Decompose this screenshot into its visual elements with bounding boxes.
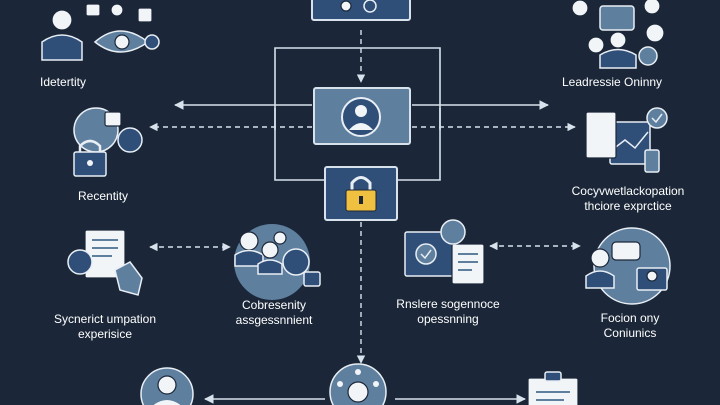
frame-top-line [274, 47, 441, 130]
label-communication: Focion ony Coniunics [580, 311, 680, 341]
label-leadership: Leadressie Oninny [562, 75, 663, 89]
automation-cluster [67, 229, 143, 296]
backdrop-circle [593, 227, 671, 305]
calculator-icon [644, 149, 660, 173]
communication-cluster [585, 227, 671, 305]
gear-icon [117, 127, 143, 153]
label-line: Rnslere sogennoce [396, 297, 500, 311]
person-icon [585, 248, 615, 289]
connectors [149, 30, 581, 404]
gear-icon [282, 248, 310, 276]
lock-box [324, 166, 398, 221]
bubble-icon [273, 231, 287, 245]
document-icon [303, 271, 321, 287]
lock-icon [73, 139, 107, 177]
check-icon [415, 243, 437, 265]
label-line: Cobresenity [241, 298, 307, 312]
top-box [311, 0, 411, 21]
assessment-cluster [234, 224, 321, 300]
label-line: opessnning [417, 312, 479, 326]
label-reasoning: Rnslere sogennoce opessnning [383, 297, 513, 327]
eye-icon [93, 30, 150, 53]
lock-icon [345, 176, 377, 212]
person-icon [599, 31, 637, 69]
person-icon [234, 231, 264, 267]
close-icon [110, 3, 124, 17]
network-icon [329, 363, 387, 405]
person-icon [41, 9, 83, 61]
bubble-icon [571, 0, 589, 17]
person-icon [646, 270, 658, 282]
dollar-icon [643, 0, 661, 15]
bubble-icon [638, 46, 658, 66]
person-icon [340, 0, 352, 12]
label-line: Cocyvwetlackopation [571, 184, 685, 198]
bottom-row [140, 363, 579, 405]
label-line: experisice [77, 327, 133, 341]
center-box [313, 87, 411, 145]
label-line: Coniunics [603, 326, 657, 340]
label-collaboration: Cocyvwetlackopation thciore exprctice [558, 184, 698, 214]
trend-line-icon [611, 131, 649, 151]
lock-icon [104, 111, 122, 127]
check-icon [646, 107, 668, 129]
document-icon [451, 243, 485, 285]
lock-icon [85, 3, 101, 17]
label-automation: Sycnerict umpation experisice [35, 312, 175, 342]
label-line: Sycnerict umpation [53, 312, 157, 326]
label-line: assgessnnient [235, 313, 313, 327]
gear-icon [67, 249, 93, 275]
chat-bubble-icon [611, 241, 641, 261]
reasoning-cluster [404, 219, 485, 285]
user-circle-icon [341, 97, 381, 137]
user-circle-icon [140, 367, 194, 405]
label-identity: Idetertity [40, 75, 87, 89]
label-recentity: Recentity [78, 189, 129, 203]
person-icon [257, 241, 283, 275]
label-line: Focion ony [600, 311, 660, 325]
chart-icon [599, 5, 635, 31]
recentity-cluster [73, 107, 143, 177]
document-icon [585, 111, 617, 159]
label-line: thciore exprctice [584, 199, 672, 213]
shield-icon [587, 36, 605, 54]
identity-cluster [41, 3, 160, 61]
search-icon [440, 219, 466, 245]
collaboration-cluster [585, 107, 668, 173]
gear-icon [363, 0, 377, 13]
hand-icon [114, 261, 143, 296]
leadership-cluster [571, 0, 665, 69]
top-box-rect [311, 0, 411, 21]
info-icon [144, 34, 160, 50]
dollar-icon [645, 23, 665, 43]
label-assessment: Cobresenity assgessnnient [214, 298, 334, 328]
clipboard-icon [527, 371, 579, 405]
badge-icon [137, 7, 153, 23]
